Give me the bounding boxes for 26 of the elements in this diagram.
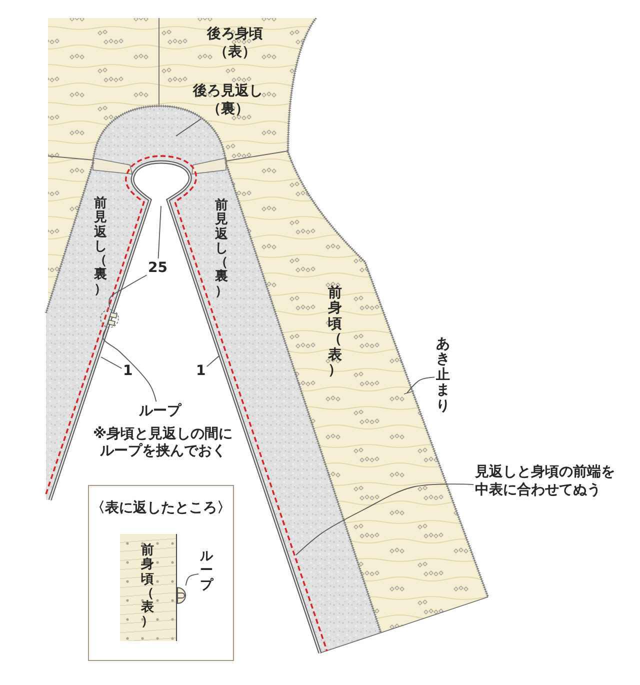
inset-panel (88, 485, 234, 661)
leader-line (102, 328, 157, 402)
callout-label: ループ (139, 403, 181, 420)
leader-line (158, 206, 162, 259)
callout-label: ループ (200, 550, 213, 593)
leader-line (296, 484, 474, 556)
leader-line (108, 274, 148, 308)
leader-line (176, 118, 202, 136)
part-label: 前身頃（表） (328, 286, 342, 378)
instruction-note: 見返しと身頃の前端を中表に合わせてぬう (475, 464, 621, 499)
callout-label: 後ろ見返し（裏） (190, 83, 266, 118)
leader-line (206, 356, 220, 367)
part-label: 後ろ身頃（表） (206, 26, 264, 61)
measurement-label: 25 (148, 260, 168, 278)
measurement-label: 1 (123, 363, 133, 380)
part-label: 前身頃（表） (141, 544, 154, 630)
fabric-piece (120, 534, 177, 641)
instruction-note: ※身頃と見返しの間にループを挟んでおく (92, 426, 234, 460)
leader-line (100, 356, 122, 369)
leader-line (406, 376, 435, 394)
inset-title: 〈表に返したところ〉 (90, 500, 232, 518)
measurement-label: 1 (196, 363, 206, 380)
leader-line (185, 574, 200, 586)
part-label: 前見返し（裏） (94, 197, 107, 298)
callout-label: あき止まり (436, 337, 450, 414)
part-label: 前見返し（裏） (215, 199, 228, 300)
